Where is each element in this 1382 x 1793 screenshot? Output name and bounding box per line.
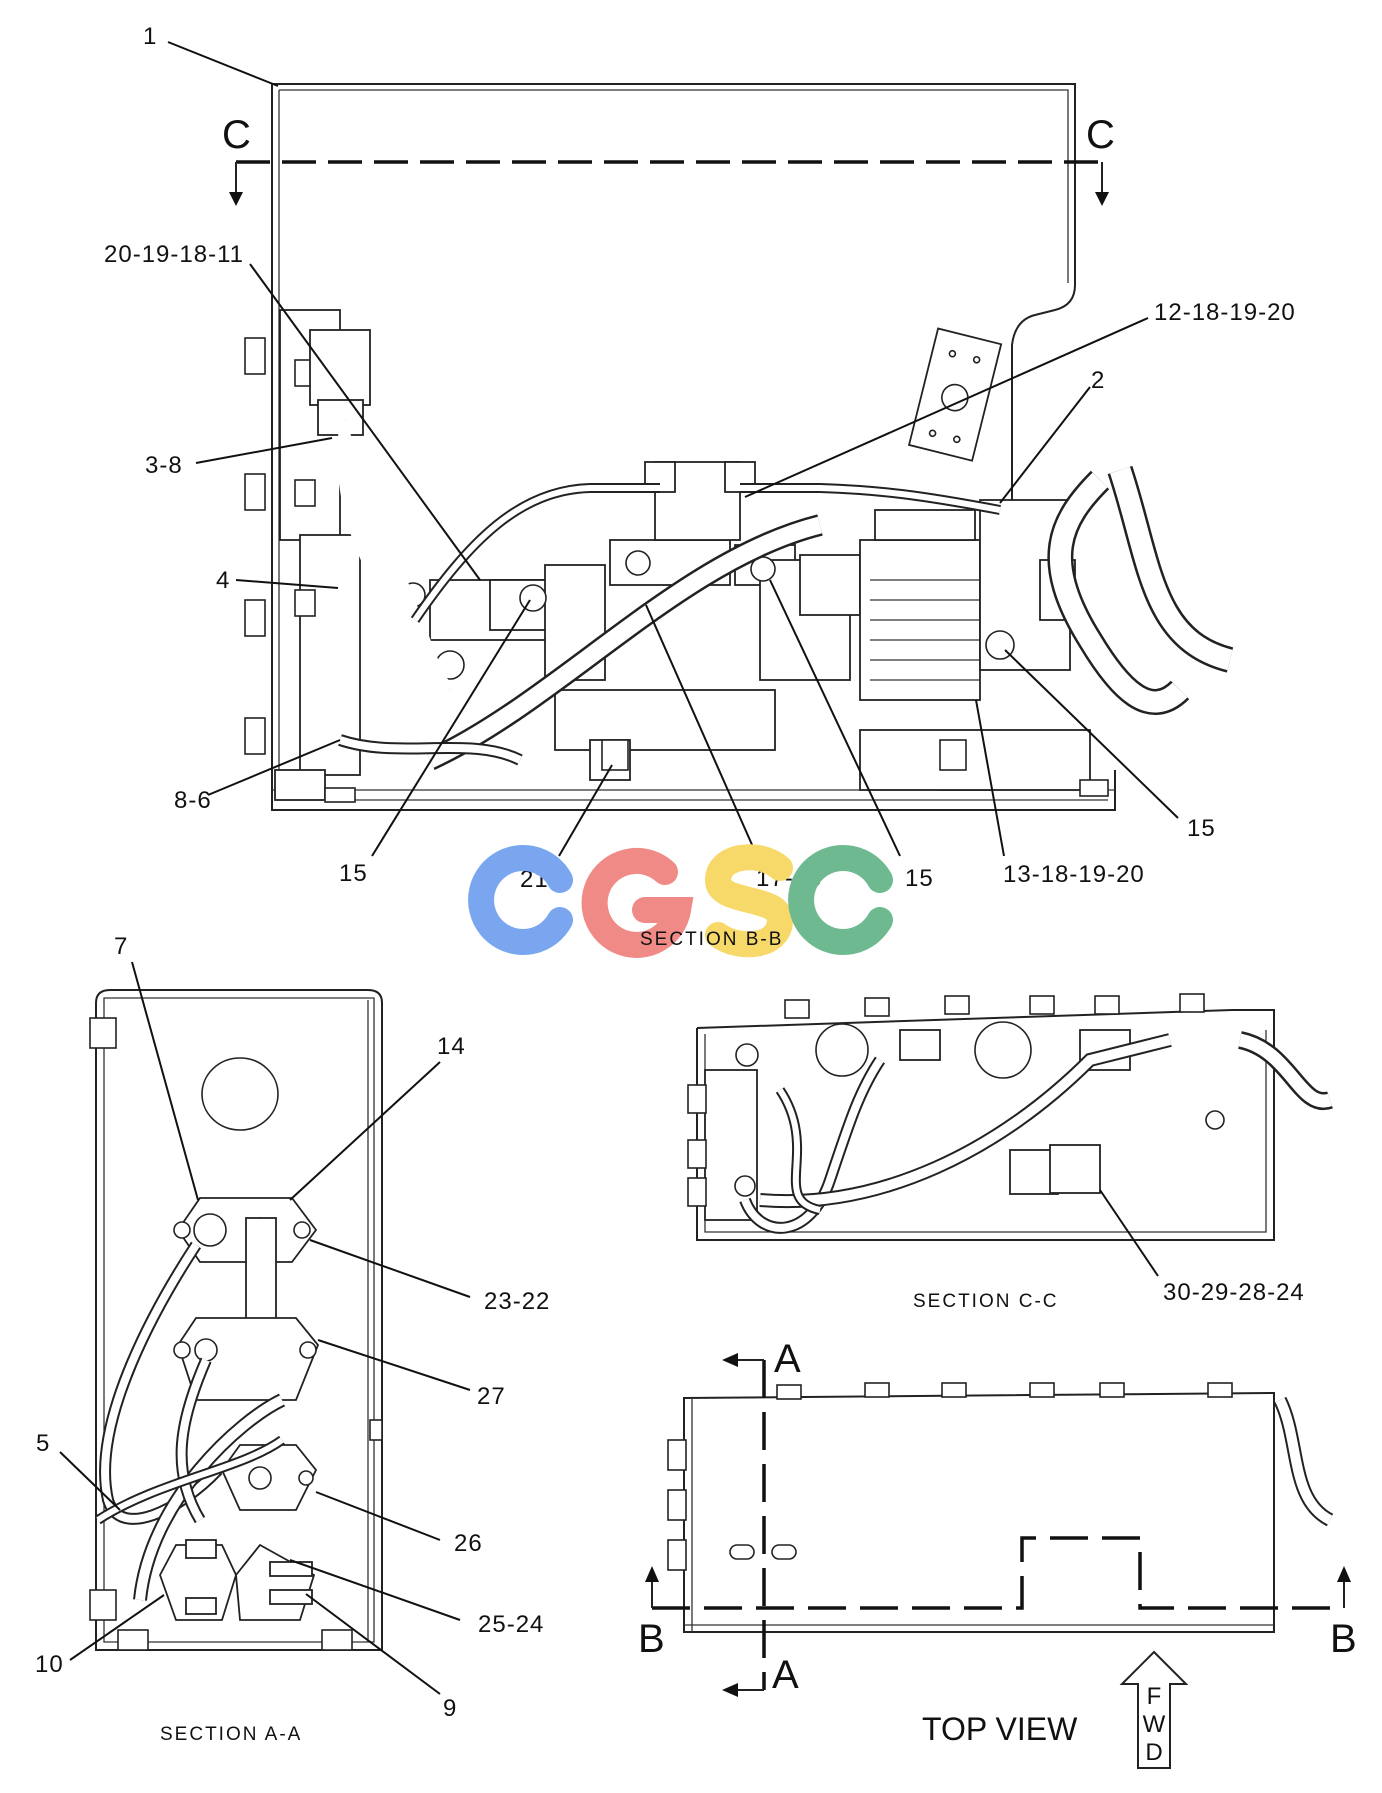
section-letter-a-top: A [774, 1337, 801, 1381]
callout-23-22: 23-22 [484, 1288, 550, 1315]
watermark-letter-s [704, 844, 794, 958]
section-aa-title: SECTION A-A [160, 1724, 302, 1745]
section-letter-b-left: B [638, 1617, 665, 1661]
callout-1: 1 [143, 23, 157, 50]
section-cc-title: SECTION C-C [913, 1291, 1059, 1312]
section-bb-view [244, 83, 1234, 811]
callout-20-19-18-11: 20-19-18-11 [104, 241, 244, 268]
callout-26: 26 [454, 1530, 483, 1557]
cgsc-watermark [468, 844, 893, 958]
section-aa-view [89, 989, 383, 1651]
callout-2: 2 [1091, 367, 1105, 394]
section-letter-a-bottom: A [772, 1653, 799, 1697]
cutting-plane-aa [722, 1353, 766, 1697]
fwd-letter-w: W [1143, 1711, 1166, 1738]
callout-14: 14 [437, 1033, 466, 1060]
callout-15-right: 15 [1187, 815, 1216, 842]
cutting-plane-bb [645, 1536, 1351, 1610]
section-letter-b-right: B [1330, 1617, 1357, 1661]
section-letter-c-left: C [222, 113, 251, 157]
callout-5: 5 [36, 1430, 50, 1457]
fwd-arrow [1119, 1650, 1189, 1769]
callout-15-middle: 15 [905, 865, 934, 892]
callout-12-18-19-20: 12-18-19-20 [1154, 299, 1296, 326]
watermark-letter-c2 [788, 845, 893, 955]
cutting-plane-cc [229, 160, 1109, 206]
callout-25-24: 25-24 [478, 1611, 544, 1638]
watermark-letter-g [581, 847, 694, 958]
callout-15-left: 15 [339, 860, 368, 887]
callout-9: 9 [443, 1695, 457, 1722]
callout-7: 7 [114, 933, 128, 960]
callout-8-6: 8-6 [174, 787, 212, 814]
section-cc-view [687, 993, 1333, 1241]
top-view-title: TOP VIEW [922, 1711, 1078, 1747]
callout-30-29-28-24: 30-29-28-24 [1163, 1279, 1305, 1306]
leader-lines-bb [167, 41, 1179, 857]
callout-4: 4 [216, 567, 230, 594]
fwd-letter-f: F [1147, 1683, 1162, 1710]
callout-10: 10 [35, 1651, 64, 1678]
callout-3-8: 3-8 [145, 452, 183, 479]
fwd-letter-d: D [1145, 1739, 1162, 1766]
section-letter-c-right: C [1086, 113, 1115, 157]
section-bb-title: SECTION B-B [640, 929, 783, 950]
watermark-letter-c1 [468, 845, 573, 955]
leader-30-29-28-24 [1099, 1189, 1159, 1277]
callout-27: 27 [477, 1383, 506, 1410]
leader-lines-aa [59, 961, 471, 1695]
callout-13-18-19-20: 13-18-19-20 [1003, 861, 1145, 888]
top-view [667, 1382, 1334, 1633]
